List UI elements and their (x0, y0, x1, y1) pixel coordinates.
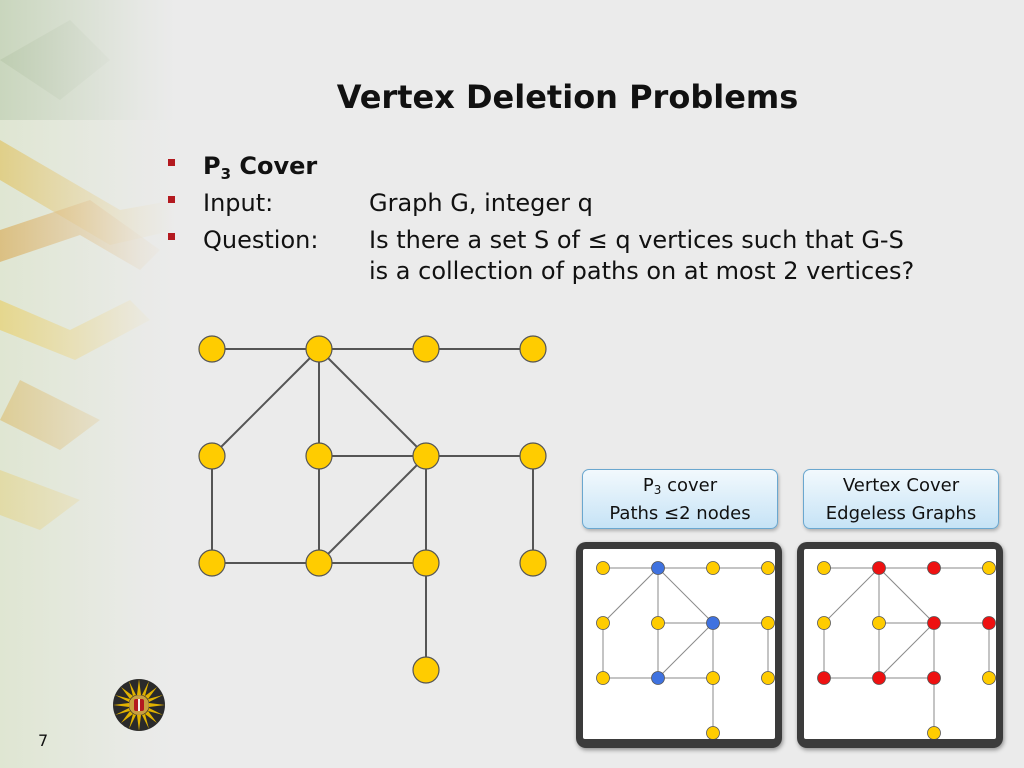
graph-vertex (305, 335, 333, 363)
bullet-list: P3 Cover Input: Graph G, integer q Quest… (165, 148, 985, 285)
graph-vertex-highlighted (927, 671, 941, 685)
graph-vertex (305, 549, 333, 577)
graph-edge (878, 622, 935, 679)
graph-vertex-highlighted (927, 616, 941, 630)
vertex-cover-thumbnail (797, 542, 1003, 748)
graph-vertex (927, 726, 941, 740)
graph-vertex (412, 656, 440, 684)
slide-title: Vertex Deletion Problems (336, 78, 799, 116)
graph-edge (657, 622, 714, 679)
bullet-marker (168, 196, 175, 203)
graph-vertex-highlighted (982, 616, 996, 630)
graph-vertex (706, 726, 720, 740)
graph-edge (318, 455, 427, 564)
question-value-line1: Is there a set S of ≤ q vertices such th… (369, 226, 904, 254)
problem-name: P3 Cover (203, 152, 318, 183)
graph-vertex (761, 671, 775, 685)
graph-edge (211, 348, 320, 457)
graph-edge (602, 567, 659, 624)
input-value: Graph G, integer q (369, 189, 593, 217)
question-label: Question: (203, 226, 319, 254)
p3-cover-thumbnail (576, 542, 782, 748)
graph-vertex (706, 561, 720, 575)
vertex-cover-callout-title: Vertex Cover (842, 475, 960, 496)
p3-cover-callout-title: P3 cover (642, 475, 718, 497)
graph-vertex-highlighted (872, 671, 886, 685)
graph-vertex (519, 549, 547, 577)
bullet-question: Question: Is there a set S of ≤ q vertic… (165, 222, 985, 285)
main-graph (198, 335, 547, 684)
vertex-cover-callout-subtitle: Edgeless Graphs (825, 503, 977, 524)
decorative-background-strip (0, 0, 175, 768)
page-number: 7 (38, 731, 49, 750)
bullet-marker (168, 233, 175, 240)
bullet-marker (168, 159, 175, 166)
graph-vertex (761, 561, 775, 575)
graph-vertex-highlighted (817, 671, 831, 685)
graph-vertex (761, 616, 775, 630)
graph-vertex (596, 671, 610, 685)
graph-vertex (817, 616, 831, 630)
graph-edge (823, 567, 880, 624)
graph-vertex (412, 549, 440, 577)
graph-vertex-highlighted (706, 616, 720, 630)
graph-vertex-highlighted (651, 561, 665, 575)
graph-vertex-highlighted (651, 671, 665, 685)
graph-vertex (982, 561, 996, 575)
graph-vertex (817, 561, 831, 575)
graph-vertex (982, 671, 996, 685)
graph-vertex-highlighted (872, 561, 886, 575)
graph-vertex (412, 442, 440, 470)
bullet-problem-name: P3 Cover (165, 148, 985, 185)
graph-edge (318, 348, 427, 457)
graph-vertex (198, 549, 226, 577)
graph-vertex-highlighted (927, 561, 941, 575)
graph-vertex (305, 442, 333, 470)
graph-edge (878, 567, 935, 624)
graph-vertex (596, 616, 610, 630)
input-label: Input: (203, 189, 274, 217)
university-logo (113, 679, 165, 731)
graph-vertex (651, 616, 665, 630)
graph-vertex (519, 442, 547, 470)
question-value-line2: is a collection of paths on at most 2 ve… (369, 257, 915, 285)
vertex-cover-callout: Vertex Cover Edgeless Graphs (803, 469, 999, 529)
bullet-input: Input: Graph G, integer q (165, 185, 985, 222)
graph-vertex (519, 335, 547, 363)
graph-vertex (872, 616, 886, 630)
p3-cover-callout: P3 cover Paths ≤2 nodes (582, 469, 778, 529)
graph-vertex (596, 561, 610, 575)
graph-edge (657, 567, 714, 624)
p3-cover-callout-subtitle: Paths ≤2 nodes (609, 503, 751, 524)
graph-vertex (198, 442, 226, 470)
graph-vertex (412, 335, 440, 363)
graph-vertex (198, 335, 226, 363)
graph-vertex (706, 671, 720, 685)
